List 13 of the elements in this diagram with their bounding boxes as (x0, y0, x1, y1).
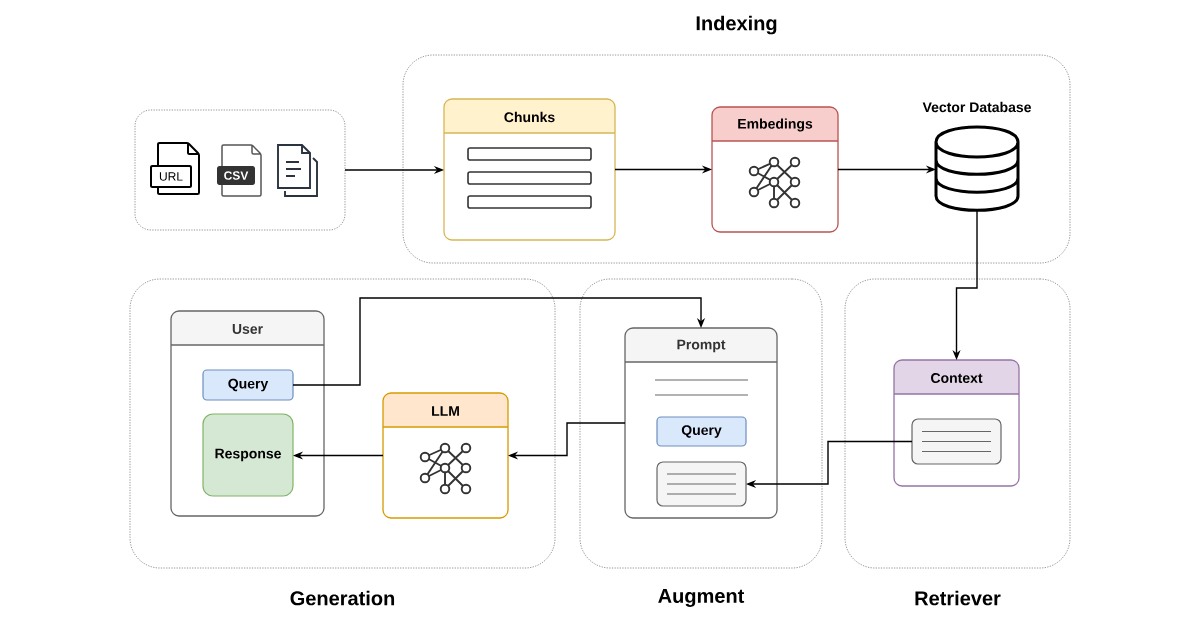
group-title: Generation (290, 590, 395, 606)
group-title: Indexing (696, 15, 777, 35)
group-title: Retriever (915, 590, 1001, 606)
titled-box: LLM (382, 392, 509, 519)
text-block (656, 461, 747, 507)
node-label: Vector Database (922, 101, 1031, 113)
rounded-box: Query (202, 369, 294, 401)
rounded-box: Response (202, 413, 294, 497)
rounded-box: Query (656, 416, 747, 447)
titled-box: Embedings (711, 106, 839, 233)
text-block (911, 418, 1002, 465)
arrow (292, 297, 706, 386)
group-title: Augment (658, 589, 745, 607)
